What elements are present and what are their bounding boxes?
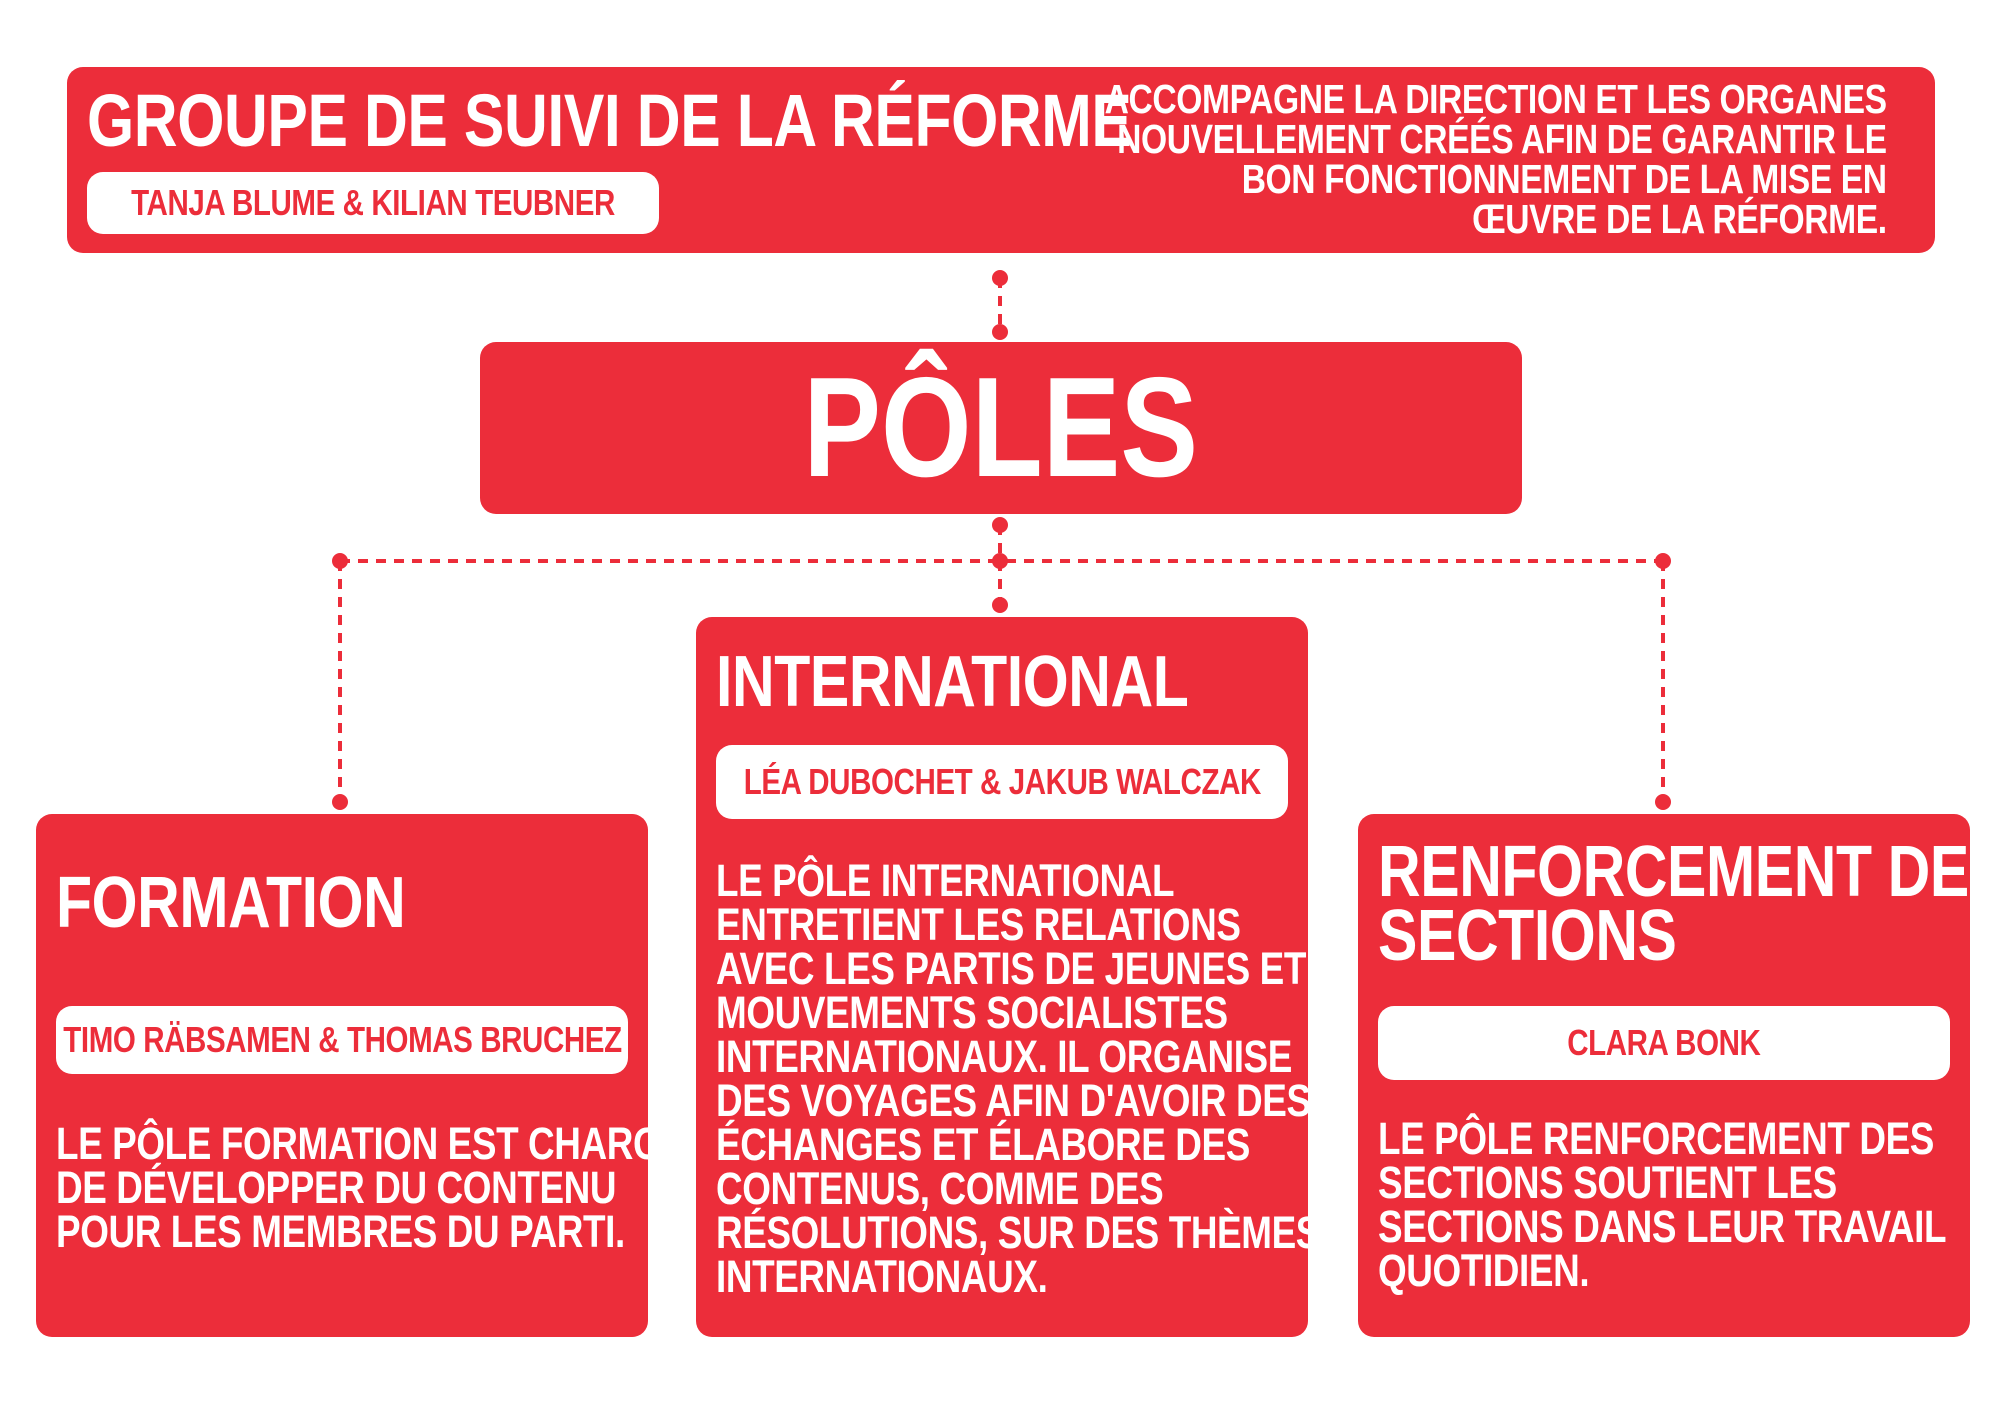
renforcement-description-line: QUOTIDIEN. [1378,1245,1590,1296]
connector-dot [992,270,1008,286]
steering-group-title: GROUPE DE SUIVI DE LA RÉFORME [87,79,1132,162]
connector-dot [992,517,1008,533]
renforcement-description-line: LE PÔLE RENFORCEMENT DES [1378,1113,1935,1164]
steering-description-line: BON FONCTIONNEMENT DE LA MISE EN [1242,156,1887,202]
formation-description-line: POUR LES MEMBRES DU PARTI. [56,1206,625,1257]
international-description-line: MOUVEMENTS SOCIALISTES [716,987,1228,1038]
renforcement-title: RENFORCEMENT DES SECTIONS [1378,832,2000,976]
steering-group-box: GROUPE DE SUIVI DE LA RÉFORME TANJA BLUM… [67,67,1935,253]
international-members-pill: LÉA DUBOCHET & JAKUB WALCZAK [716,745,1288,819]
international-description-line: ÉCHANGES ET ÉLABORE DES [716,1119,1250,1170]
renforcement-description-line: SECTIONS SOUTIENT LES [1378,1157,1837,1208]
formation-description: LE PÔLE FORMATION EST CHARGÉ DE DÉVELOPP… [56,1118,824,1257]
international-description-line: INTERNATIONAUX. IL ORGANISE [716,1031,1292,1082]
formation-members: TIMO RÄBSAMEN & THOMAS BRUCHEZ [62,1019,622,1060]
connector-dot [332,794,348,810]
international-description-line: INTERNATIONAUX. [716,1251,1048,1302]
connector-dot [1655,794,1671,810]
connector-dot [992,597,1008,613]
international-box: INTERNATIONAL LÉA DUBOCHET & JAKUB WALCZ… [696,617,1320,1337]
international-description-line: LE PÔLE INTERNATIONAL [716,855,1175,906]
poles-box: PÔLES [480,342,1522,514]
international-description-line: RÉSOLUTIONS, SUR DES THÈMES [716,1207,1321,1258]
renforcement-members-pill: CLARA BONK [1378,1006,1950,1080]
steering-description-line: NOUVELLEMENT CRÉÉS AFIN DE GARANTIR LE [1117,116,1887,162]
renforcement-title-line: RENFORCEMENT DES [1378,832,2000,912]
renforcement-title-line: SECTIONS [1378,896,1677,976]
formation-description-line: LE PÔLE FORMATION EST CHARGÉ [56,1118,686,1169]
international-members: LÉA DUBOCHET & JAKUB WALCZAK [743,761,1261,802]
steering-group-members: TANJA BLUME & KILIAN TEUBNER [131,182,615,223]
formation-members-pill: TIMO RÄBSAMEN & THOMAS BRUCHEZ [56,1006,628,1074]
renforcement-box: RENFORCEMENT DES SECTIONS CLARA BONK LE … [1358,814,2000,1337]
connector-dot [992,324,1008,340]
steering-group-description: ACCOMPAGNE LA DIRECTION ET LES ORGANES N… [933,76,1887,242]
international-description-line: AVEC LES PARTIS DE JEUNES ET [716,943,1306,994]
formation-title: FORMATION [56,863,406,943]
steering-group-members-pill: TANJA BLUME & KILIAN TEUBNER [87,172,659,234]
formation-box: FORMATION TIMO RÄBSAMEN & THOMAS BRUCHEZ… [36,814,686,1337]
steering-description-line: ŒUVRE DE LA RÉFORME. [1472,196,1887,242]
steering-description-line: ACCOMPAGNE LA DIRECTION ET LES ORGANES [1105,76,1887,122]
international-description-line: ENTRETIENT LES RELATIONS [716,899,1241,950]
renforcement-description: LE PÔLE RENFORCEMENT DES SECTIONS SOUTIE… [1378,1113,2000,1296]
connector-dot [332,553,348,569]
connector-dot [1655,553,1671,569]
renforcement-members: CLARA BONK [1567,1022,1761,1063]
poles-title: PÔLES [803,348,1199,507]
renforcement-description-line: SECTIONS DANS LEUR TRAVAIL [1378,1201,1947,1252]
formation-description-line: DE DÉVELOPPER DU CONTENU [56,1162,617,1213]
connector-dot [992,553,1008,569]
international-description-line: DES VOYAGES AFIN D'AVOIR DES [716,1075,1311,1126]
international-title: INTERNATIONAL [716,642,1189,722]
international-description: LE PÔLE INTERNATIONAL ENTRETIENT LES REL… [716,855,1453,1302]
international-description-line: CONTENUS, COMME DES [716,1163,1164,1214]
